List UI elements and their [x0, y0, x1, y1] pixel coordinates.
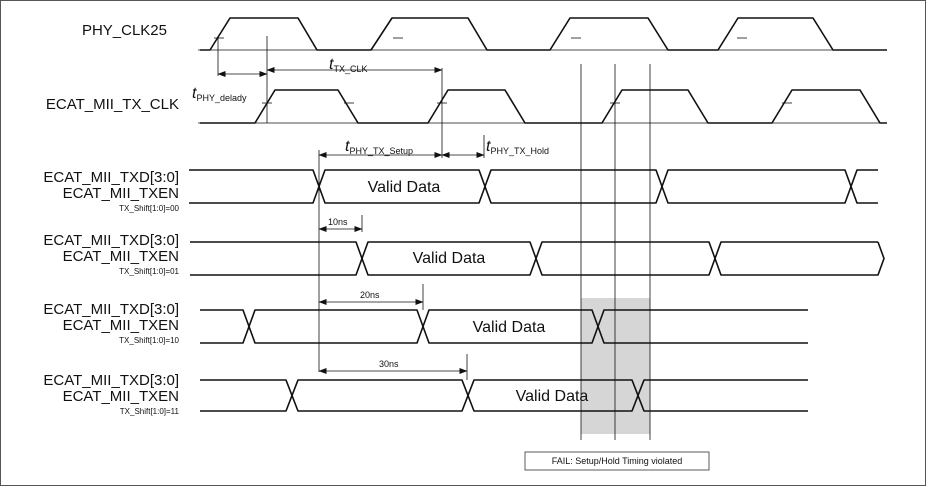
t-setup-label: tPHY_TX_Setup: [345, 138, 413, 156]
t-hold-label: tPHY_TX_Hold: [486, 138, 549, 156]
delay-10ns-label: 10ns: [328, 217, 348, 227]
delay-20ns-label: 20ns: [360, 290, 380, 300]
violation-window: [581, 298, 650, 434]
svg-text:ECAT_MII_TXEN: ECAT_MII_TXEN: [63, 317, 179, 334]
svg-text:TX_Shift[1:0]=00: TX_Shift[1:0]=00: [119, 204, 179, 213]
phy-clk25-waveform: [198, 17, 887, 51]
svg-text:TX_Shift[1:0]=01: TX_Shift[1:0]=01: [119, 267, 179, 276]
svg-text:ECAT_MII_TXD[3:0]: ECAT_MII_TXD[3:0]: [43, 301, 179, 318]
svg-text:ECAT_MII_TXEN: ECAT_MII_TXEN: [63, 248, 179, 265]
valid-data-11: Valid Data: [516, 388, 589, 405]
fail-note: FAIL: Setup/Hold Timing violated: [552, 456, 683, 466]
svg-text:TX_Shift[1:0]=10: TX_Shift[1:0]=10: [119, 336, 179, 345]
svg-text:TX_Shift[1:0]=11: TX_Shift[1:0]=11: [120, 407, 180, 416]
row-label-10: ECAT_MII_TXD[3:0] ECAT_MII_TXEN TX_Shift…: [43, 301, 179, 345]
fail-box: [524, 451, 710, 471]
svg-text:ECAT_MII_TXEN: ECAT_MII_TXEN: [63, 388, 179, 405]
valid-data-10: Valid Data: [473, 319, 546, 336]
phy-clk25-label: PHY_CLK25: [82, 22, 167, 39]
row-label-00: ECAT_MII_TXD[3:0] ECAT_MII_TXEN TX_Shift…: [43, 169, 179, 213]
row-label-01: ECAT_MII_TXD[3:0] ECAT_MII_TXEN TX_Shift…: [43, 232, 179, 276]
t-tx-clk-label: tTX_CLK: [329, 56, 367, 74]
svg-text:ECAT_MII_TXD[3:0]: ECAT_MII_TXD[3:0]: [43, 232, 179, 249]
tx-clk-waveform: [198, 89, 887, 124]
delay-arrows: [318, 226, 468, 374]
data-bus-row-01: [190, 241, 885, 276]
row-label-11: ECAT_MII_TXD[3:0] ECAT_MII_TXEN TX_Shift…: [43, 372, 179, 416]
t-phy-delay-label: tPHY_delady: [192, 85, 247, 103]
data-bus-row-00: [189, 169, 878, 204]
tx-clk-label: ECAT_MII_TX_CLK: [46, 96, 179, 113]
valid-data-00: Valid Data: [368, 179, 441, 196]
svg-text:ECAT_MII_TXEN: ECAT_MII_TXEN: [63, 185, 179, 202]
valid-data-01: Valid Data: [413, 250, 486, 267]
data-bus-row-11: [200, 379, 808, 412]
timing-arrows: [217, 67, 485, 158]
data-bus-row-10: [200, 309, 808, 344]
svg-text:ECAT_MII_TXD[3:0]: ECAT_MII_TXD[3:0]: [43, 372, 179, 389]
delay-30ns-label: 30ns: [379, 359, 399, 369]
svg-text:ECAT_MII_TXD[3:0]: ECAT_MII_TXD[3:0]: [43, 169, 179, 186]
